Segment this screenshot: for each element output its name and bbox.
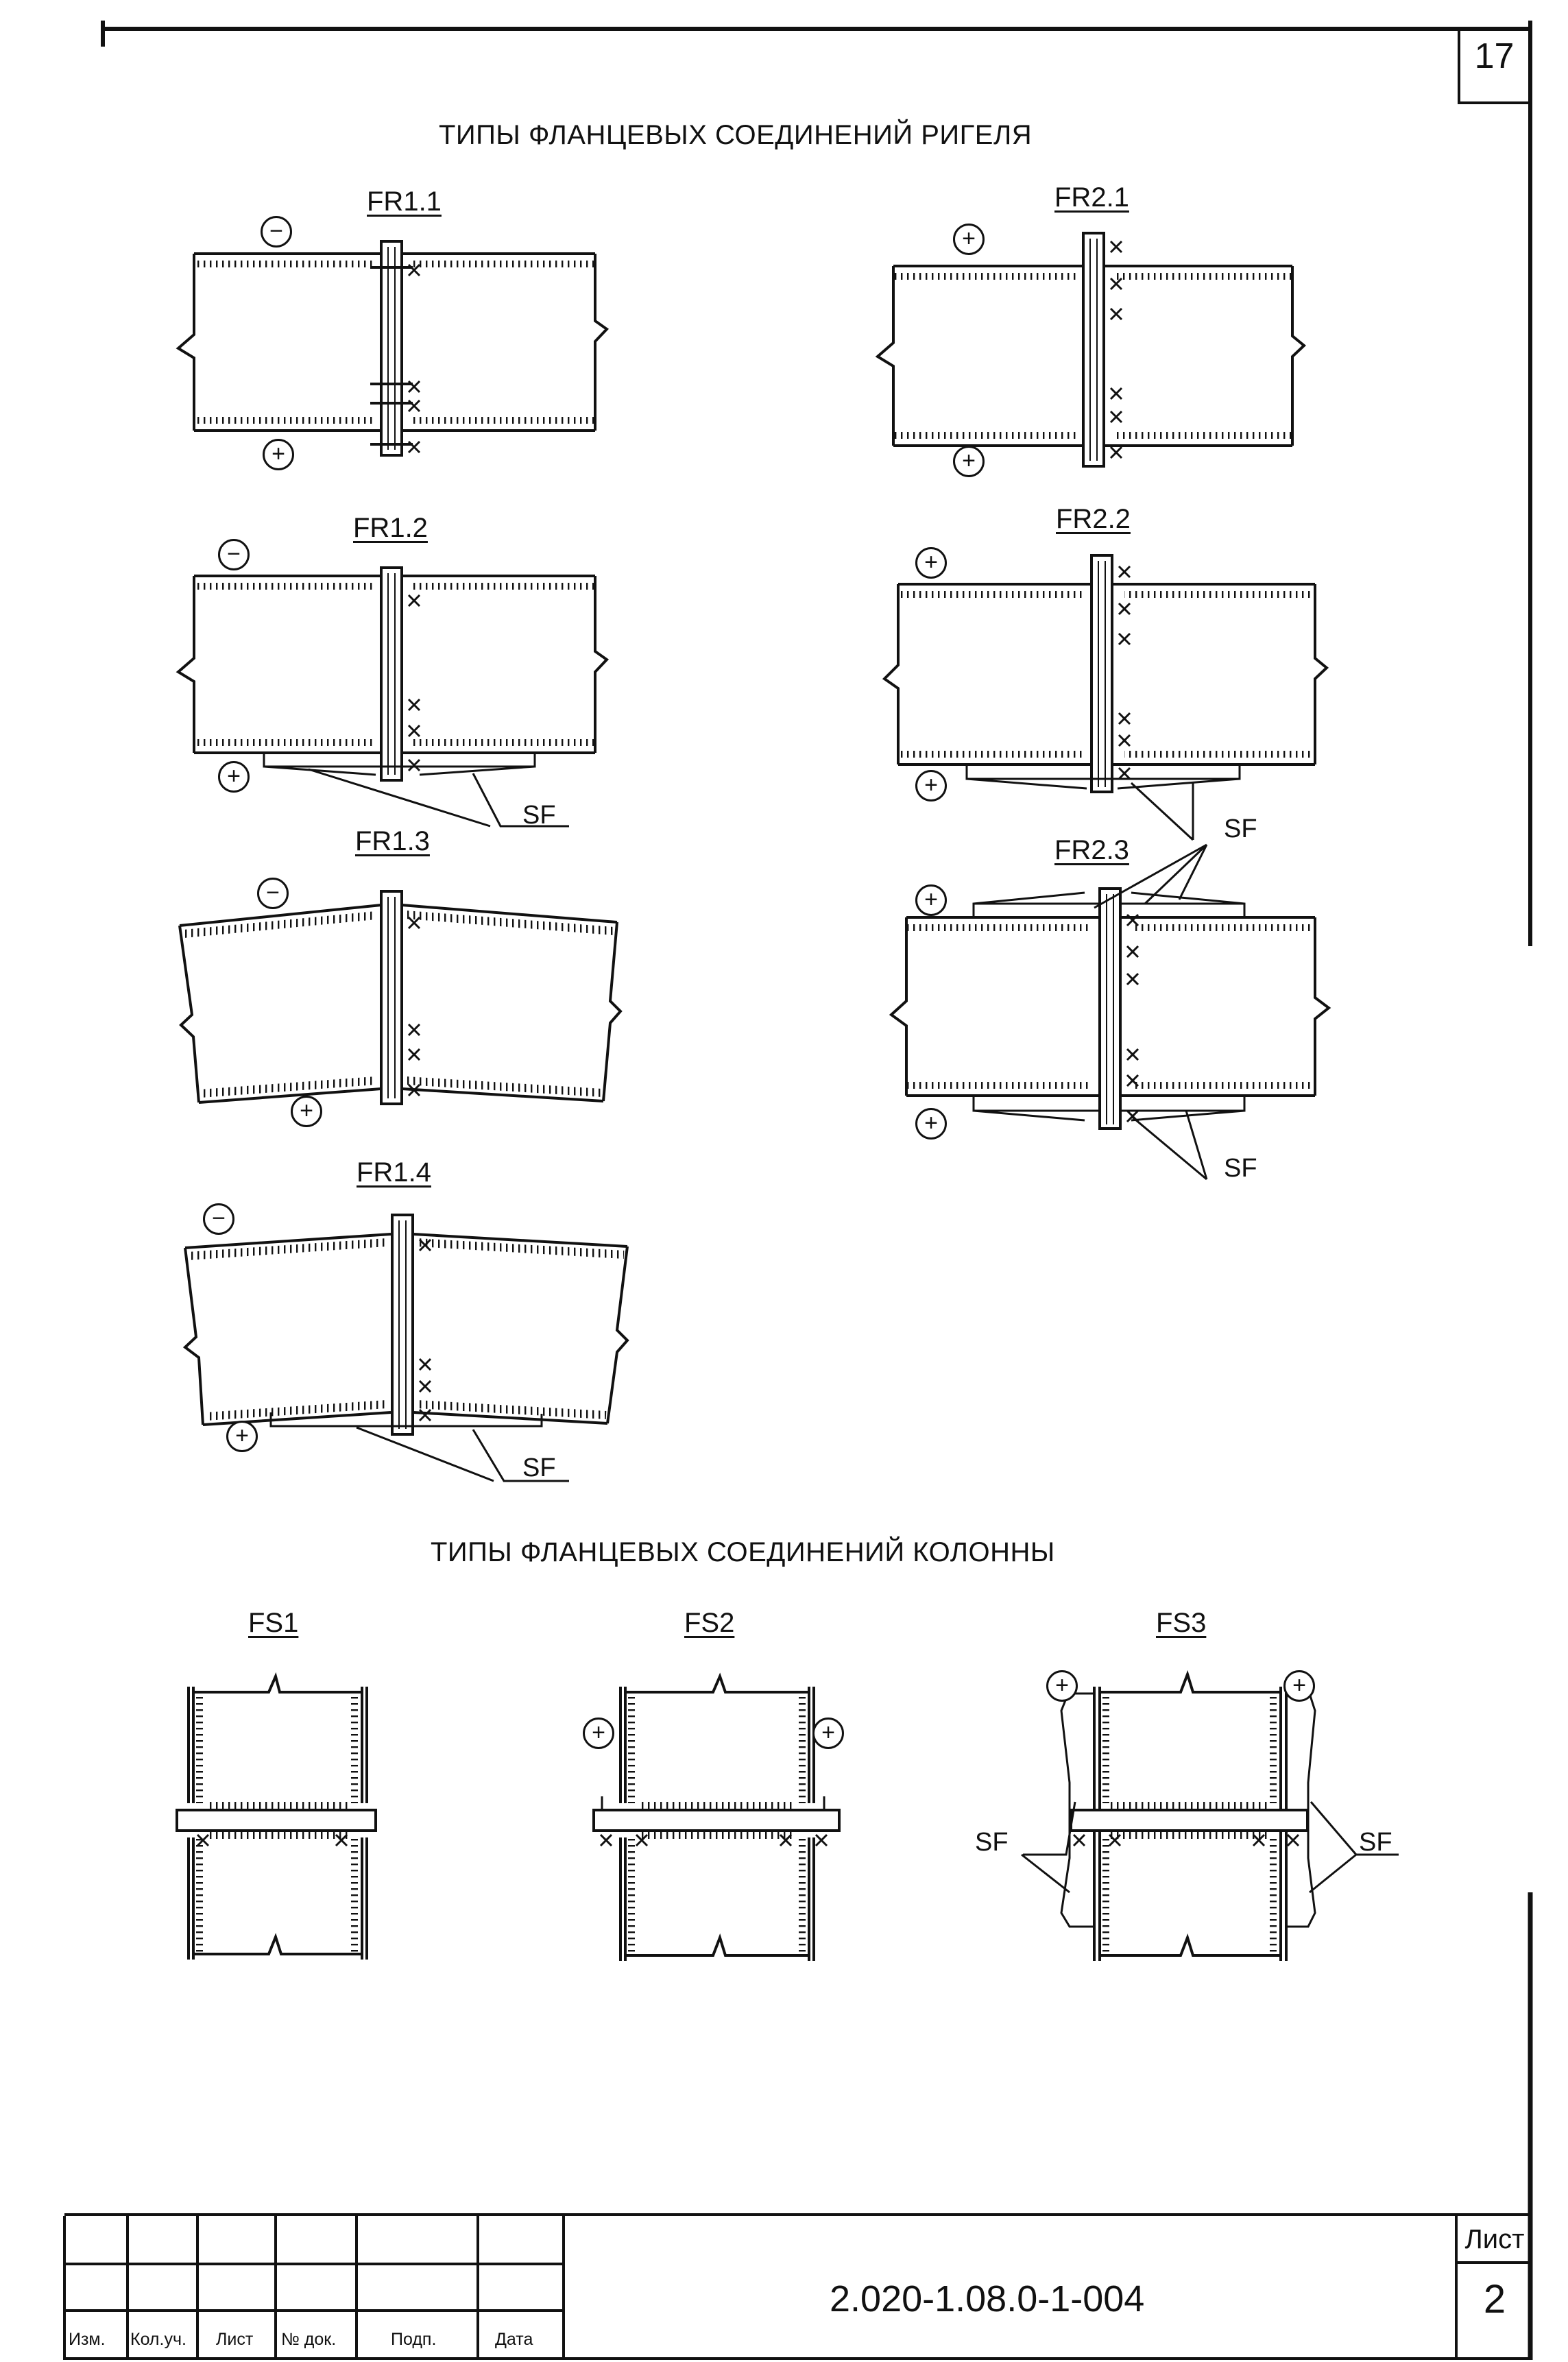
sign-marker-fs3-right: + xyxy=(1283,1670,1315,1702)
sign-marker-fr21-top: + xyxy=(953,224,985,255)
beam-section-title: ТИПЫ ФЛАНЦЕВЫХ СОЕДИНЕНИЙ РИГЕЛЯ xyxy=(439,120,1033,150)
stamp-col-doc-no: № док. xyxy=(281,2330,337,2349)
stamp-col-izm: Изм. xyxy=(69,2330,106,2349)
sign-marker-fr23-top: + xyxy=(915,884,947,916)
sheet-number: 2 xyxy=(1483,2277,1506,2322)
sf-tag-fs3-left: SF xyxy=(975,1828,1009,1857)
sf-tag-fs3-right: SF xyxy=(1359,1828,1392,1857)
joint-label-fr23: FR2.3 xyxy=(1054,835,1129,865)
sign-marker-fr11-top: − xyxy=(261,216,292,248)
stamp-col-list: Лист xyxy=(216,2330,254,2349)
sign-marker-fr11-bottom: + xyxy=(263,439,294,470)
joint-label-fr12: FR1.2 xyxy=(353,513,428,543)
joint-label-fs3: FS3 xyxy=(1156,1608,1207,1638)
joint-label-fr22: FR2.2 xyxy=(1056,504,1131,534)
sign-marker-fr22-bottom: + xyxy=(915,770,947,802)
sign-marker-fr13-top: − xyxy=(257,878,289,909)
sign-marker-fr21-bottom: + xyxy=(953,446,985,477)
document-number: 2.020-1.08.0-1-004 xyxy=(830,2278,1145,2319)
sign-marker-fs2-right: + xyxy=(812,1718,844,1749)
joint-label-fr14: FR1.4 xyxy=(357,1157,431,1188)
stamp-col-kol-uch: Кол.уч. xyxy=(130,2330,186,2349)
sf-tag-fr14: SF xyxy=(522,1454,556,1482)
sf-tag-fr12: SF xyxy=(522,801,556,830)
sheet-corner-number: 17 xyxy=(1474,36,1515,76)
joint-label-fr21: FR2.1 xyxy=(1054,182,1129,213)
sheet-label: Лист xyxy=(1464,2224,1525,2254)
stamp-col-podp: Подп. xyxy=(391,2330,437,2349)
sign-marker-fs3-left: + xyxy=(1046,1670,1078,1702)
sf-tag-fr22: SF xyxy=(1224,815,1257,843)
sf-tag-fr23: SF xyxy=(1224,1154,1257,1183)
sign-marker-fs2-left: + xyxy=(583,1718,614,1749)
sign-marker-fr23-bottom: + xyxy=(915,1108,947,1140)
column-section-title: ТИПЫ ФЛАНЦЕВЫХ СОЕДИНЕНИЙ КОЛОННЫ xyxy=(431,1537,1055,1567)
sign-marker-fr12-top: − xyxy=(218,539,250,570)
sign-marker-fr14-bottom: + xyxy=(226,1421,258,1452)
joint-label-fr13: FR1.3 xyxy=(355,826,430,856)
sign-marker-fr12-bottom: + xyxy=(218,761,250,793)
stamp-col-data: Дата xyxy=(495,2330,533,2349)
sign-marker-fr13-bottom: + xyxy=(291,1096,322,1127)
joint-label-fs1: FS1 xyxy=(248,1608,299,1638)
sign-marker-fr14-top: − xyxy=(203,1203,234,1235)
joint-label-fs2: FS2 xyxy=(684,1608,735,1638)
joint-label-fr11: FR1.1 xyxy=(367,186,442,217)
sign-marker-fr22-top: + xyxy=(915,547,947,579)
